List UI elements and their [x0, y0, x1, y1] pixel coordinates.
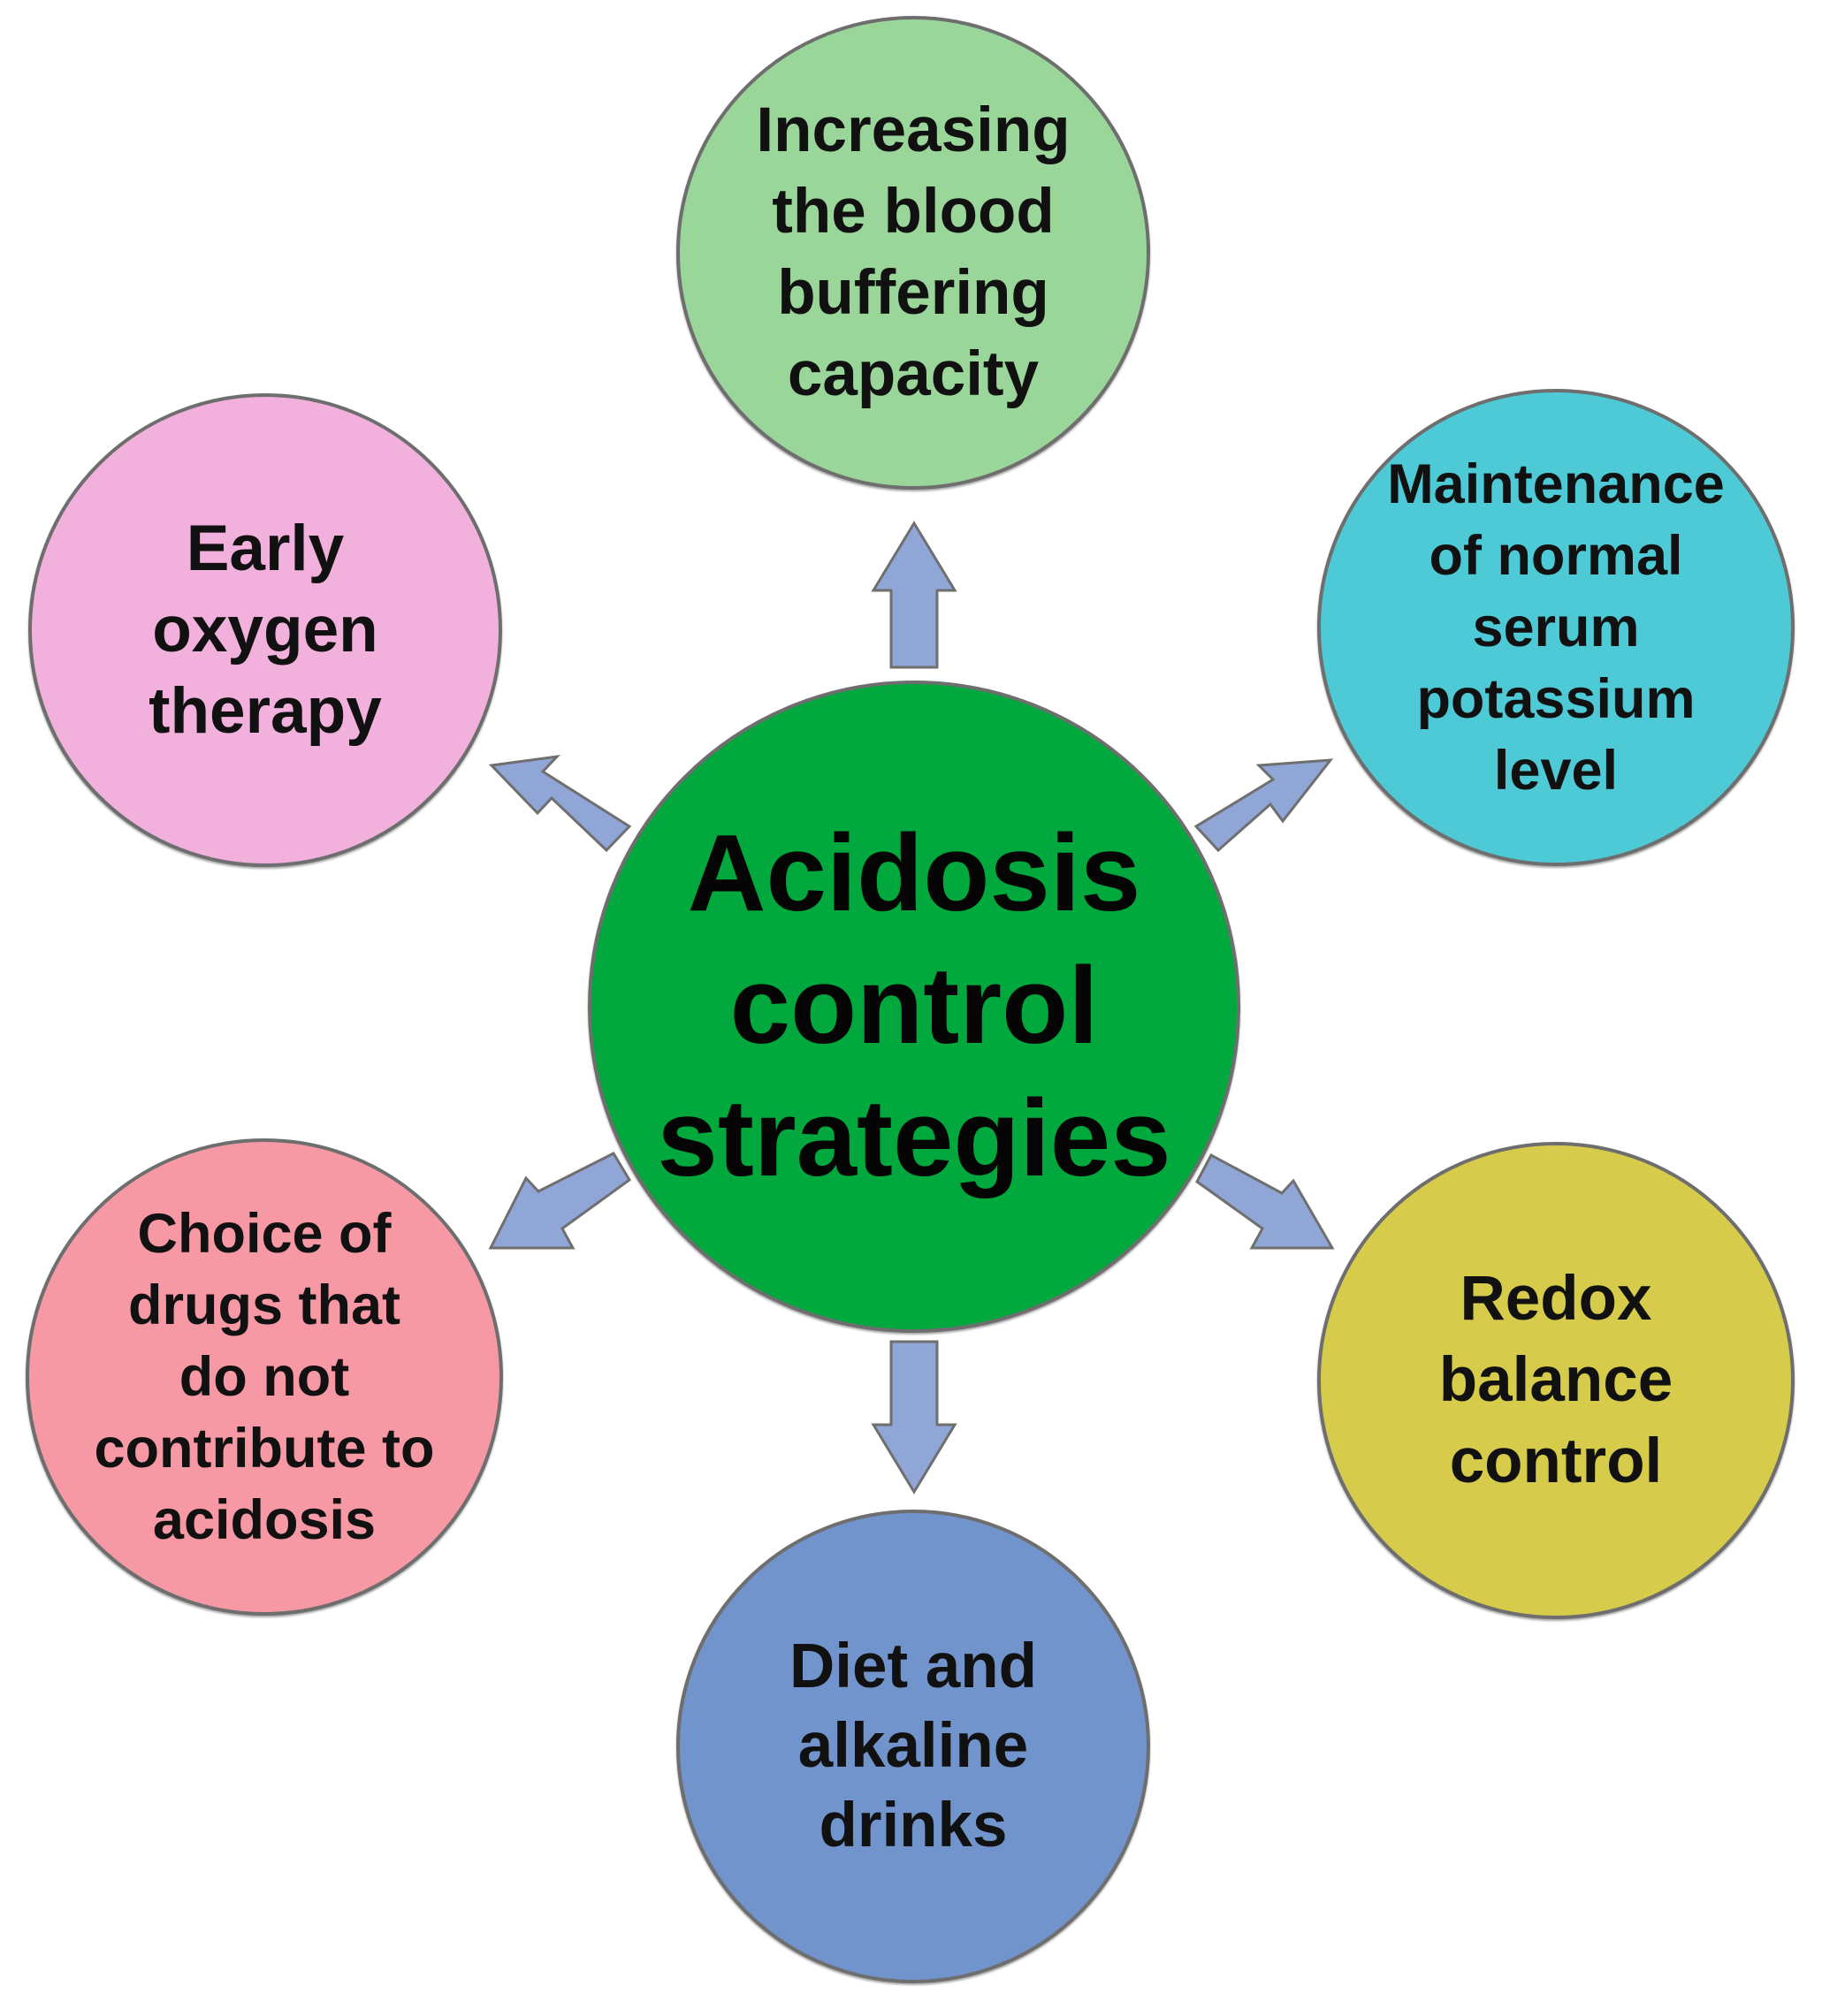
- strategy-node-drug-choice: Choice of drugs that do not contribute t…: [26, 1138, 503, 1616]
- arrow-upper-left: [488, 754, 632, 853]
- strategy-node-diet-drinks: Diet and alkaline drinks: [676, 1510, 1150, 1983]
- strategy-label-diet-drinks: Diet and alkaline drinks: [789, 1632, 1038, 1860]
- strategy-label-redox-balance: Redox balance control: [1438, 1264, 1673, 1496]
- strategy-label-drug-choice: Choice of drugs that do not contribute t…: [94, 1202, 435, 1551]
- arrow-up: [871, 521, 957, 669]
- central-label: Acidosis control strategies: [657, 813, 1171, 1199]
- arrow-lower-left: [488, 1152, 631, 1250]
- arrow-down: [871, 1340, 957, 1495]
- strategy-node-redox-balance: Redox balance control: [1317, 1142, 1795, 1619]
- strategy-label-oxygen-therapy: Early oxygen therapy: [149, 513, 382, 747]
- strategy-label-blood-buffering: Increasing the blood buffering capacity: [756, 95, 1071, 409]
- strategy-label-serum-potassium: Maintenance of normal serum potassium le…: [1387, 453, 1725, 802]
- strategy-node-serum-potassium: Maintenance of normal serum potassium le…: [1317, 389, 1795, 866]
- arrow-upper-right: [1193, 758, 1334, 853]
- strategy-node-oxygen-therapy: Early oxygen therapy: [28, 393, 502, 867]
- strategy-node-blood-buffering: Increasing the blood buffering capacity: [676, 16, 1150, 490]
- arrow-lower-right: [1195, 1153, 1335, 1250]
- central-node-acidosis-control: Acidosis control strategies: [588, 681, 1240, 1333]
